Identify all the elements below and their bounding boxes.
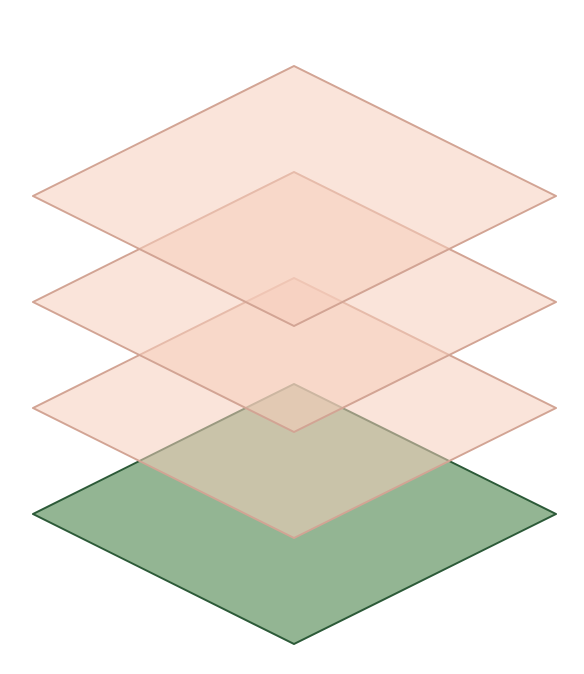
overlay-layer-3 — [32, 65, 557, 327]
layer-group — [32, 65, 557, 645]
